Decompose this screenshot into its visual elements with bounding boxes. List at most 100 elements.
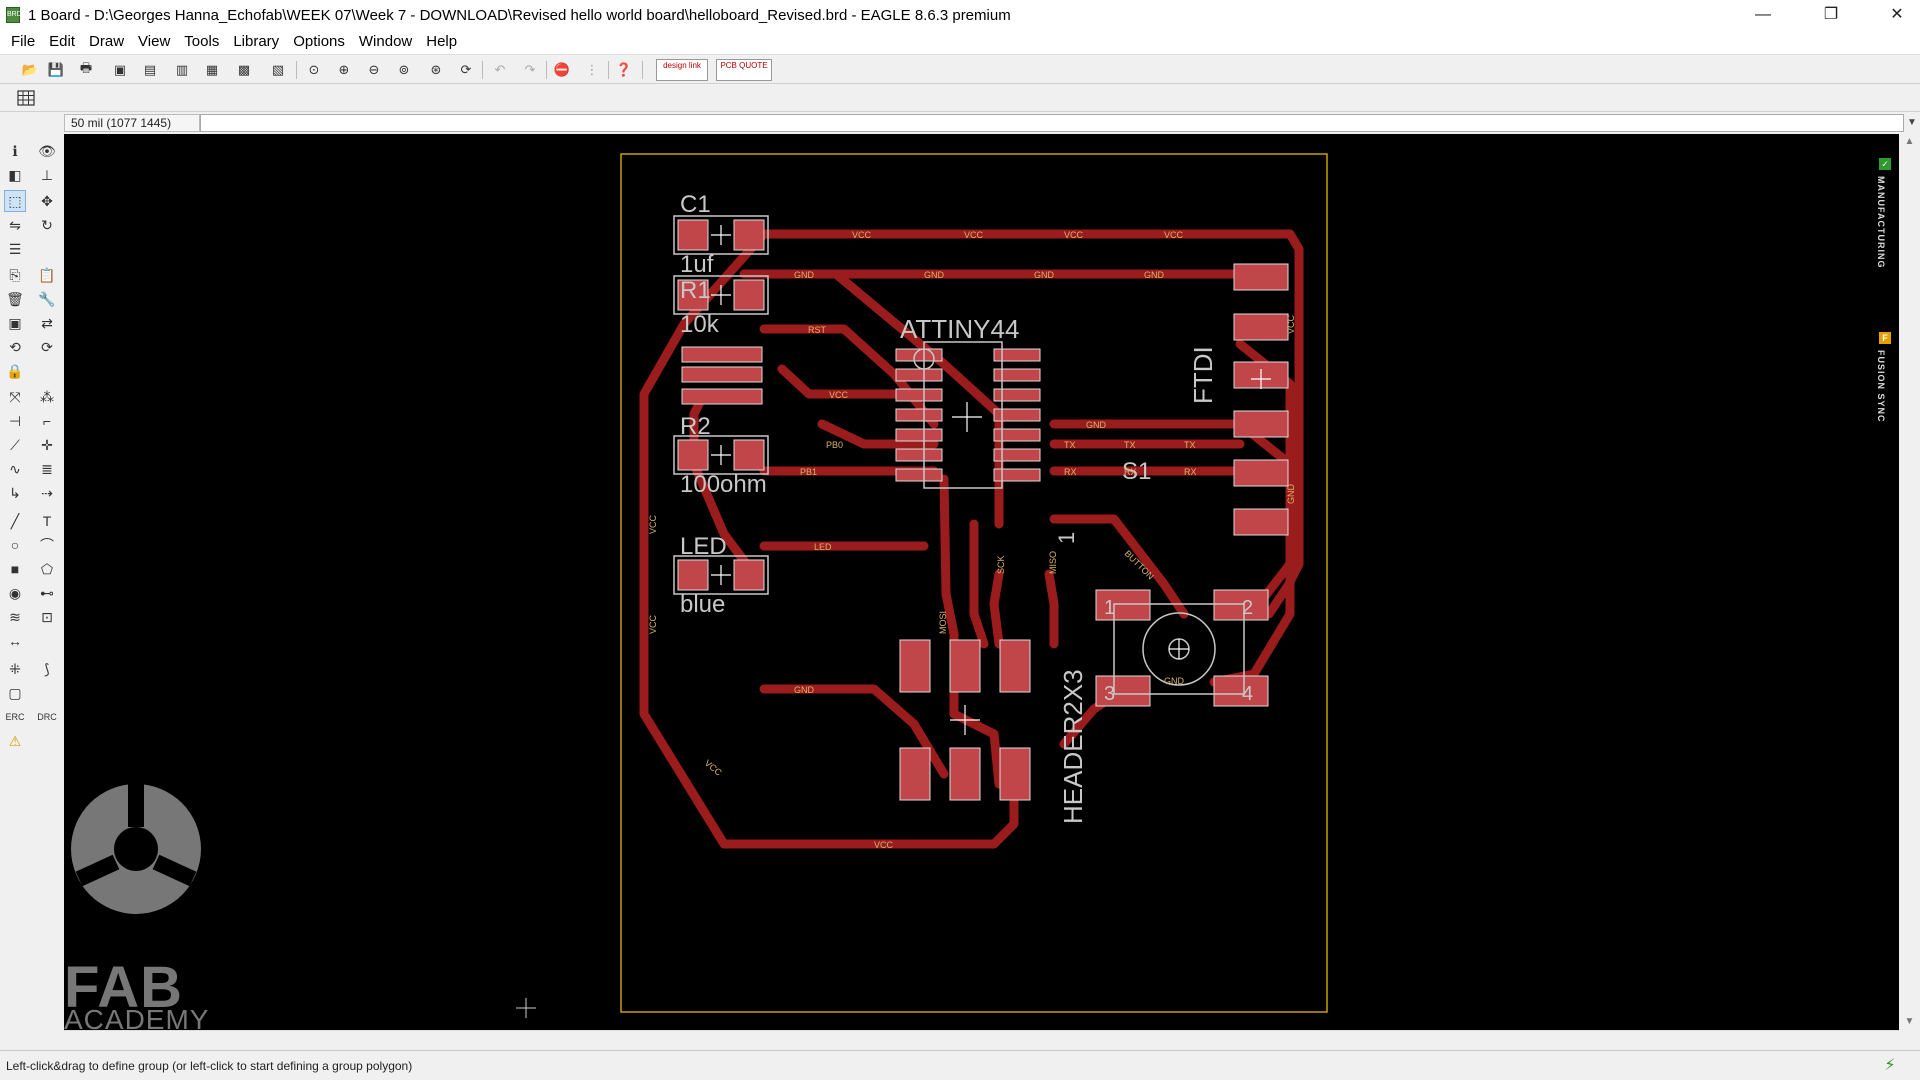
rectangle-icon[interactable]: ■ [10,561,20,577]
cam-icon[interactable]: ▣ [113,62,127,77]
open-icon[interactable]: 📂 [21,62,39,77]
zoom-out-icon[interactable]: ⊖ [368,62,380,77]
trace-button [1049,514,1189,619]
polygon-icon[interactable]: ⬠ [40,560,54,577]
grid-icon[interactable] [16,88,36,108]
miter-icon[interactable]: ⌐ [42,413,52,429]
pcb-layout[interactable]: C1 1uf R1 10k R2 100ohm LED blue S1 ATTI… [64,134,1872,1030]
design-link-button[interactable]: design link [656,59,708,81]
help-icon[interactable]: ❓ [615,62,633,77]
undo-icon[interactable]: ↶ [494,62,506,77]
sch-icon[interactable]: ▩ [237,62,251,77]
horizontal-scrollbar[interactable] [64,1030,1899,1050]
pcb-quote-button[interactable]: PCB QUOTE [716,59,772,81]
value-icon[interactable]: ⁂ [40,388,54,405]
fusion-sync-tab[interactable]: F FUSION SYNC [1872,332,1899,462]
add-icon[interactable]: ▣ [8,314,22,331]
ripup-icon[interactable]: ≣ [41,460,53,477]
rotate-icon[interactable]: ↻ [41,216,53,233]
paste-icon[interactable]: 📋 [38,266,56,283]
save-icon[interactable]: 💾 [47,62,65,77]
circle-icon[interactable]: ○ [10,537,20,553]
library-icon[interactable]: ▦ [205,62,219,77]
board-icon[interactable]: ▤ [143,62,157,77]
group-icon[interactable]: ⬚ [4,190,26,212]
menu-edit[interactable]: Edit [49,33,76,50]
fanout-icon[interactable]: ⇢ [41,484,53,501]
layers-icon[interactable]: ▥ [175,62,189,77]
mark-icon[interactable]: ⊥ [40,166,54,183]
menu-options[interactable]: Options [293,33,345,50]
line-icon[interactable]: ╱ [10,512,20,529]
scroll-down-icon[interactable]: ▼ [1904,1016,1915,1027]
lock-icon[interactable]: 🔒 [6,362,24,379]
autorouter-icon[interactable]: ↳ [9,484,21,501]
info-icon[interactable]: ℹ [12,142,18,159]
zoom-select-icon[interactable]: ⊚ [398,62,410,77]
command-line-input[interactable] [200,114,1904,132]
menu-help[interactable]: Help [426,33,458,50]
redo-icon[interactable]: ↷ [524,62,536,77]
change-icon[interactable]: ⟲ [9,338,21,355]
errors-icon[interactable]: ⚠ [8,732,22,749]
r2-pad-2 [733,439,765,471]
restore-button[interactable]: ❐ [1823,6,1839,23]
menu-window[interactable]: Window [358,33,413,50]
delete-icon[interactable]: 🗑 [6,290,24,307]
dimension-icon[interactable]: ↔ [8,633,22,649]
copy-icon[interactable]: ⎘ [9,266,21,283]
zoom-area-icon[interactable]: ⊛ [430,62,442,77]
split-icon[interactable]: ⊣ [8,412,22,429]
stop-icon[interactable]: ⛔ [553,62,571,77]
vertical-scrollbar[interactable]: ▲ ▼ [1899,134,1920,1030]
erc-icon[interactable]: ERC [5,712,25,722]
manufacturing-tab[interactable]: ✓ MANUFACTURING [1872,158,1899,288]
zoom-fit-icon[interactable]: ⊙ [308,62,320,77]
go-icon[interactable]: ⋮ [585,62,599,77]
net-gnd-1: GND [794,270,815,280]
menu-draw[interactable]: Draw [89,33,125,50]
properties-icon[interactable]: 🔧 [38,290,56,307]
net-led: LED [814,542,832,552]
smash-icon[interactable]: ⤧ [9,388,21,405]
r2-pad-1 [677,439,709,471]
net-gnd-5: GND [1086,420,1107,430]
arc-icon[interactable]: ⌒ [40,537,54,553]
chevron-down-icon[interactable]: ▼ [1907,117,1917,128]
minimize-button[interactable]: — [1755,6,1771,23]
layer-icon[interactable]: ≋ [9,608,21,625]
toolbar-separator [642,61,643,79]
brd-icon[interactable]: ▧ [271,62,285,77]
move-icon[interactable]: ✥ [41,192,53,209]
menu-library[interactable]: Library [233,33,280,50]
print-icon[interactable]: 🖶 [79,60,93,75]
signal-icon[interactable]: ⊷ [40,584,54,601]
scroll-up-icon[interactable]: ▲ [1904,136,1915,147]
meander-icon[interactable]: ✛ [41,436,53,453]
route-icon[interactable]: ∿ [9,460,21,477]
u1-pad-9 [993,448,1041,462]
drc-icon[interactable]: DRC [37,712,57,722]
menu-tools[interactable]: Tools [184,33,220,50]
route-diff-icon[interactable]: ⟆ [44,660,50,677]
redraw-icon[interactable]: ⟳ [460,62,472,77]
menu-file[interactable]: File [11,33,36,50]
hole-icon[interactable]: ⊡ [41,608,53,625]
optimize-icon[interactable]: ⟋ [10,436,20,453]
display-icon[interactable]: ◧ [8,166,22,183]
cam-output-icon[interactable]: ▢ [8,684,22,701]
text-icon[interactable]: T [42,513,52,529]
show-icon[interactable]: 👁 [38,142,56,159]
replace-icon[interactable]: ⇄ [41,314,53,331]
ratsnest-icon[interactable]: ◉ [8,584,22,601]
mirror-icon[interactable]: ⇋ [9,216,21,233]
swap-icon[interactable]: ⟳ [41,338,53,355]
board-canvas[interactable]: C1 1uf R1 10k R2 100ohm LED blue S1 ATTI… [64,134,1899,1035]
menu-view[interactable]: View [138,33,171,50]
via-icon[interactable]: ⁜ [9,660,21,677]
close-button[interactable]: ✕ [1890,6,1904,23]
pads [677,219,1289,801]
lightning-icon[interactable]: ⚡ [1884,1057,1896,1074]
align-icon[interactable]: ☰ [8,240,22,257]
zoom-in-icon[interactable]: ⊕ [338,62,350,77]
